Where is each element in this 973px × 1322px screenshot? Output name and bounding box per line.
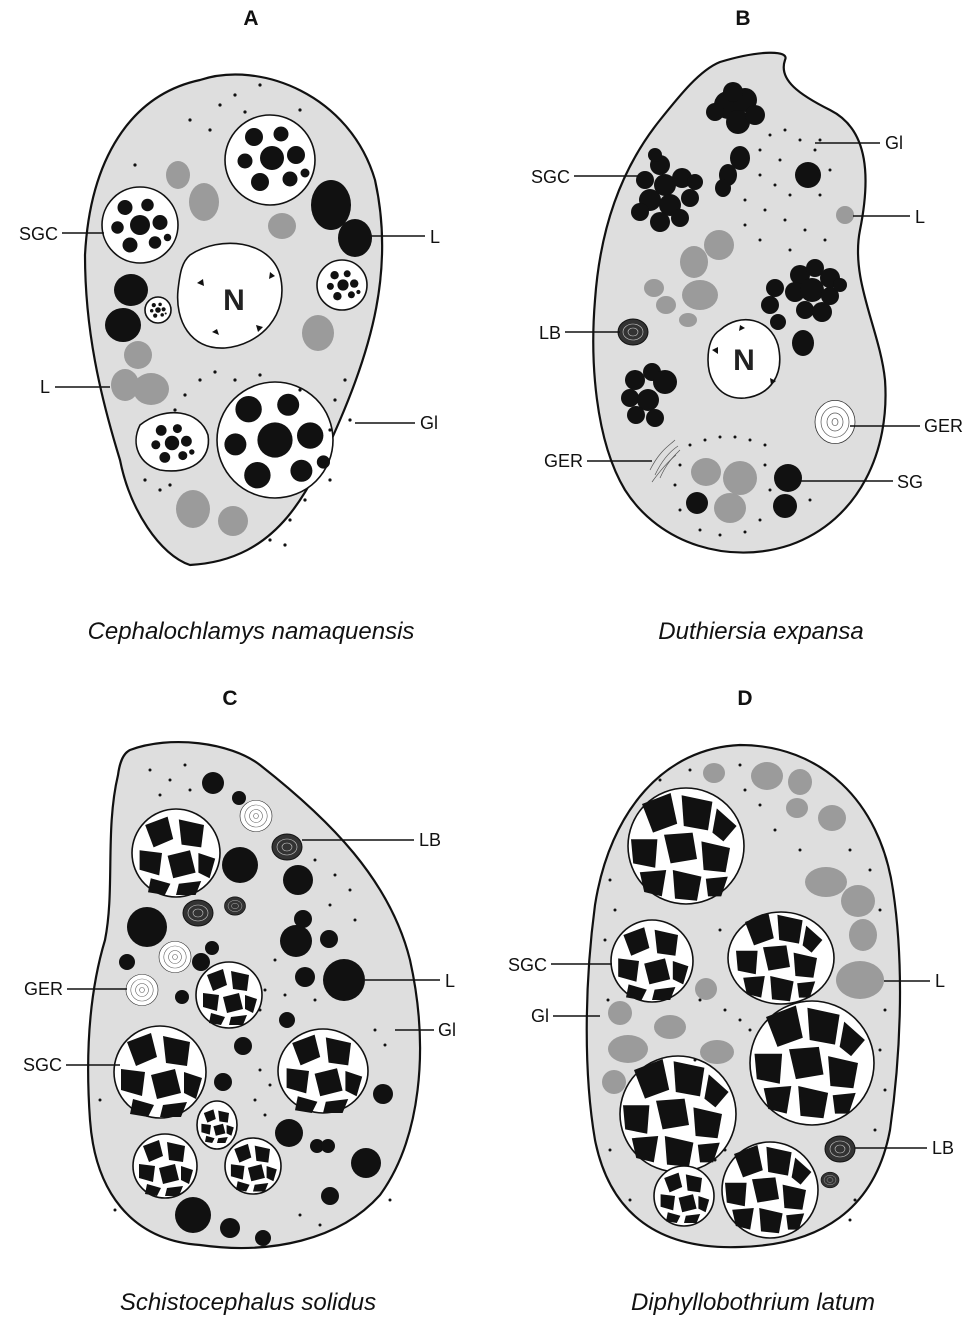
label-sgc: SGC [531,167,570,187]
label-glycogen: Gl [438,1020,456,1040]
lamellar-body [821,1172,839,1188]
label-ger: GER [924,416,963,436]
granular-er [240,800,272,831]
label-lipid: L [40,377,50,397]
lamellar-body [272,834,302,860]
label-ger: GER [24,979,63,999]
label-lamellar-body: LB [539,323,561,343]
label-lipid: L [445,971,455,991]
label-sgc: SGC [19,224,58,244]
lipid-droplet [323,959,365,1001]
panel-letter: C [222,687,237,710]
panel-letter: A [243,7,258,30]
panel-b: B [531,7,963,645]
lipid-droplet [836,206,854,224]
species-name: Duthiersia expansa [658,618,863,645]
label-ger: GER [544,451,583,471]
label-secretory-granule: SG [897,472,923,492]
lamellar-body [618,319,648,345]
label-lipid: L [915,207,925,227]
lamellar-body [225,897,246,915]
nucleus-label: N [223,284,245,317]
panel-a: A N [19,7,440,645]
label-glycogen: Gl [885,133,903,153]
secretory-granule [774,464,802,492]
species-name: Schistocephalus solidus [120,1289,376,1316]
label-glycogen: Gl [420,413,438,433]
panel-d: D [508,687,954,1316]
lamellar-body [183,900,213,926]
label-lamellar-body: LB [419,830,441,850]
lamellar-body [825,1136,855,1162]
label-sgc: SGC [23,1055,62,1075]
lipid-droplet [836,961,884,999]
granular-er [815,400,855,443]
granular-er [159,941,191,972]
label-lipid: L [935,971,945,991]
panel-letter: D [737,687,752,710]
panel-c: C [23,687,456,1316]
granular-er [126,974,158,1005]
label-lipid: L [430,227,440,247]
lipid-droplet [338,219,372,257]
panel-letter: B [735,7,750,30]
label-glycogen: Gl [531,1006,549,1026]
nucleus-label: N [733,344,755,377]
species-name: Cephalochlamys namaquensis [88,618,415,645]
label-sgc: SGC [508,955,547,975]
species-name: Diphyllobothrium latum [631,1289,875,1316]
label-lamellar-body: LB [932,1138,954,1158]
dark-body [311,180,351,230]
